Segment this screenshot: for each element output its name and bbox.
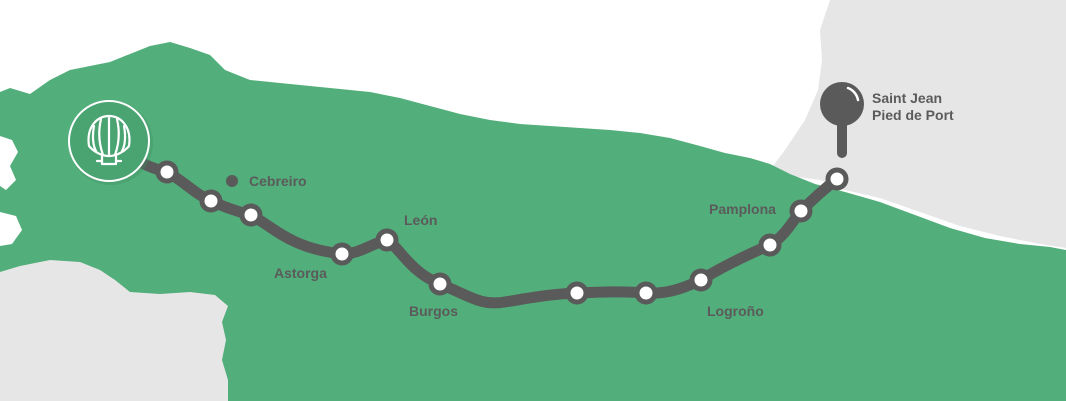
route-stop <box>199 189 223 213</box>
stops-group <box>155 160 849 305</box>
route-stop <box>825 167 849 191</box>
route-stop <box>155 160 179 184</box>
scallop-shell-icon <box>87 114 131 166</box>
label-saint-jean-line1: Saint Jean <box>872 90 942 106</box>
label-leon: León <box>404 212 437 228</box>
cebreiro-dot <box>226 175 238 187</box>
route-stop <box>565 281 589 305</box>
label-logrono: Logroño <box>707 303 764 319</box>
label-cebreiro: Cebreiro <box>249 173 307 189</box>
end-pin <box>820 82 864 158</box>
route-stop <box>330 242 354 266</box>
label-burgos: Burgos <box>409 303 458 319</box>
route-stop <box>789 199 813 223</box>
route-stop <box>758 233 782 257</box>
coast-inlet <box>0 136 18 190</box>
route-stop <box>634 281 658 305</box>
portugal-landmass <box>0 260 228 401</box>
spain-landmass <box>0 42 1066 401</box>
route-stop <box>375 228 399 252</box>
route-stop <box>689 268 713 292</box>
route-stop <box>239 203 263 227</box>
label-astorga: Astorga <box>274 265 327 281</box>
route-stop <box>428 272 452 296</box>
coast-inlet-south <box>0 212 22 246</box>
label-saint-jean-line2: Pied de Port <box>872 107 954 123</box>
start-badge <box>68 100 153 185</box>
pin-highlight <box>846 86 860 102</box>
pin-stem <box>837 118 847 158</box>
map-pin-icon <box>820 82 864 126</box>
label-pamplona: Pamplona <box>709 201 776 217</box>
